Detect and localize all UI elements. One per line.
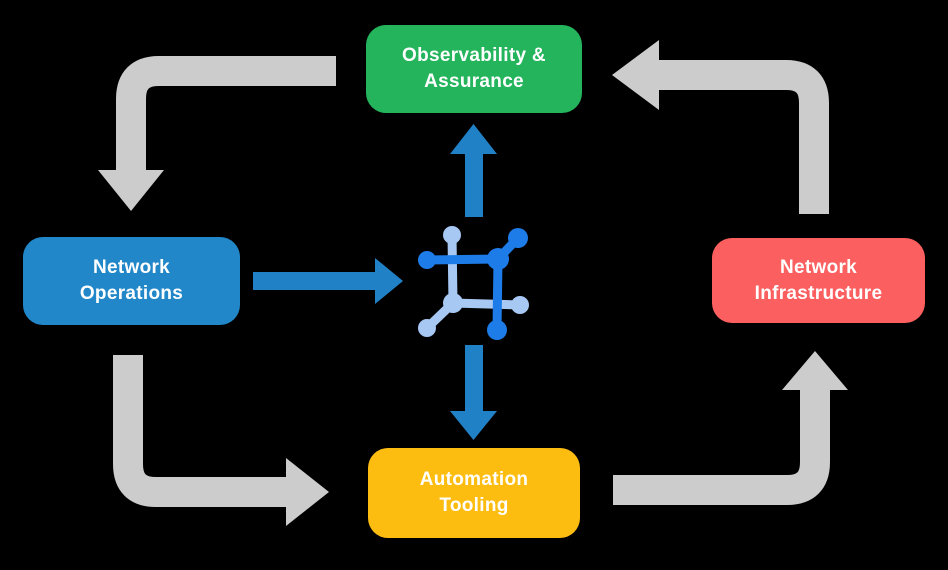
flow-arrow-center-to-observability [450,124,497,217]
mesh-node-top [443,226,461,244]
cycle-arrow-shaft [116,56,336,172]
flow-arrow-operations-to-center [253,258,403,304]
node-automation-tooling: Automation Tooling [368,448,580,538]
mesh-edge-right [492,254,503,335]
node-network-operations: Network Operations [23,237,240,325]
node-label-line: Network [92,257,171,278]
network-mesh-icon [418,226,529,340]
mesh-node-left [418,251,436,269]
flow-arrow-shaft [465,345,483,412]
node-label-line: Operations [79,283,184,304]
cycle-arrowhead-up [782,351,848,390]
cycle-arrowhead-right [286,458,329,526]
flow-arrowhead-right [375,258,403,304]
node-observability-assurance: Observability & Assurance [366,25,582,113]
node-label-line: Tooling [439,495,509,516]
node-label-line: Automation [419,469,529,490]
mesh-node-bottom-left [418,319,436,337]
flow-arrow-shaft [253,272,375,290]
node-label-line: Assurance [424,71,524,92]
mesh-edge-bottom [448,298,525,310]
mesh-edge-top [422,254,503,265]
node-network-infrastructure: Network Infrastructure [712,238,925,323]
mesh-corner-top-right [487,248,509,270]
cycle-arrow-shaft [659,60,829,214]
node-label-line: Infrastructure [754,282,883,304]
flow-arrow-center-to-automation [450,345,497,440]
mesh-corner-bottom-left [443,293,463,313]
cycle-arrowhead-left [612,40,659,110]
flow-arrow-shaft [465,153,483,217]
cycle-arrow-observability-to-operations [98,56,336,211]
cycle-arrow-operations-to-automation [113,355,329,526]
mesh-node-bottom [487,320,507,340]
cycle-arrow-shaft [113,355,286,507]
flow-arrowhead-up [450,124,497,154]
cycle-arrow-infrastructure-to-observability [612,40,829,214]
mesh-edge-left [447,230,458,308]
node-label-line: Network [779,256,858,278]
cycle-arrow-shaft [613,389,830,505]
mesh-node-right [511,296,529,314]
cycle-arrowhead-down [98,170,164,211]
flow-arrowhead-down [450,411,497,440]
cycle-arrow-automation-to-infrastructure [613,351,848,505]
node-label-line: Observability & [402,45,546,66]
mesh-node-top-right [508,228,528,248]
